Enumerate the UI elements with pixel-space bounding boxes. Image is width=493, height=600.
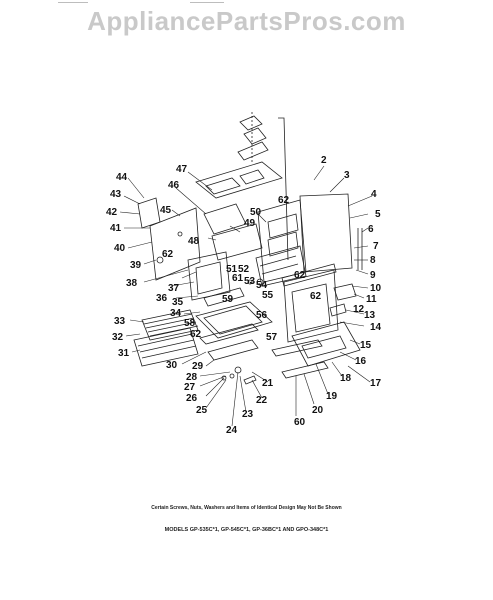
drawer-front [271, 321, 361, 379]
callout-44: 44 [116, 172, 128, 183]
callout-15: 15 [360, 340, 372, 351]
callout-56: 56 [256, 310, 268, 321]
callout-26: 26 [186, 393, 198, 404]
callout-25: 25 [196, 405, 208, 416]
callout-31: 31 [118, 348, 130, 359]
callout-18: 18 [340, 373, 352, 384]
left-side-panel [137, 197, 201, 281]
callout-62-c: 62 [294, 270, 306, 281]
callout-37: 37 [168, 283, 180, 294]
callout-24: 24 [226, 425, 238, 436]
callout-61: 61 [232, 273, 244, 284]
callout-49: 49 [244, 218, 256, 229]
callout-45: 45 [160, 205, 172, 216]
callout-32: 32 [112, 332, 124, 343]
oven-racks [133, 309, 199, 367]
callout-21: 21 [262, 378, 274, 389]
watermark: AppliancePartsPros.com [87, 6, 406, 36]
callout-5: 5 [375, 209, 381, 220]
callout-22: 22 [256, 395, 268, 406]
callout-39: 39 [130, 260, 142, 271]
broiler-assembly [195, 287, 273, 361]
callout-19: 19 [326, 391, 338, 402]
callout-48: 48 [188, 236, 200, 247]
callout-62-e: 62 [190, 329, 202, 340]
callout-10: 10 [370, 283, 382, 294]
oven-body [255, 193, 363, 287]
model-numbers: MODELS GP-535C*1, GP-545C*1, GP-36BC*1 A… [164, 527, 329, 533]
burner-box-top [195, 161, 283, 199]
top-left-mark [58, 2, 88, 3]
callout-54: 54 [256, 280, 268, 291]
callout-17: 17 [370, 378, 382, 389]
leader-lines [119, 165, 373, 427]
callout-23: 23 [242, 409, 254, 420]
callout-55: 55 [262, 290, 274, 301]
callout-13: 13 [364, 310, 376, 321]
oven-cavity-liner [187, 203, 263, 301]
callout-6: 6 [368, 224, 374, 235]
callout-12: 12 [353, 304, 365, 315]
callout-36: 36 [156, 293, 168, 304]
disclaimer-note: Certain Screws, Nuts, Washers and Items … [151, 505, 342, 511]
callout-14: 14 [370, 322, 382, 333]
callout-2: 2 [321, 155, 327, 166]
top-vent-assembly [237, 112, 289, 261]
callout-4: 4 [371, 189, 377, 200]
callout-34: 34 [170, 308, 182, 319]
door-assembly [281, 263, 357, 343]
callout-46: 46 [168, 180, 180, 191]
callout-58: 58 [184, 318, 196, 329]
callout-43: 43 [110, 189, 122, 200]
callout-9: 9 [370, 270, 376, 281]
callout-30: 30 [166, 360, 178, 371]
callout-53: 53 [244, 276, 256, 287]
callout-16: 16 [355, 356, 367, 367]
callout-33: 33 [114, 316, 126, 327]
callout-3: 3 [344, 170, 350, 181]
callout-40: 40 [114, 243, 126, 254]
callout-8: 8 [370, 255, 376, 266]
callout-35: 35 [172, 297, 184, 308]
callout-59: 59 [222, 294, 234, 305]
callout-38: 38 [126, 278, 138, 289]
callout-52: 52 [238, 264, 250, 275]
callout-41: 41 [110, 223, 122, 234]
callout-62-a: 62 [278, 195, 290, 206]
callout-62-d: 62 [310, 291, 322, 302]
callout-7: 7 [373, 241, 379, 252]
callout-51: 51 [226, 264, 238, 275]
part-callouts: 2 3 4 5 6 7 8 9 10 11 12 13 14 15 16 17 … [106, 155, 382, 436]
callout-50: 50 [250, 207, 262, 218]
callout-11: 11 [366, 294, 377, 305]
top-mid-mark [190, 2, 224, 3]
callout-27: 27 [184, 382, 196, 393]
callout-60: 60 [294, 417, 306, 428]
callout-47: 47 [176, 164, 188, 175]
callout-29: 29 [192, 361, 204, 372]
callout-20: 20 [312, 405, 324, 416]
callout-28: 28 [186, 372, 198, 383]
callout-57: 57 [266, 332, 278, 343]
callout-42: 42 [106, 207, 118, 218]
callout-62-b: 62 [162, 249, 174, 260]
